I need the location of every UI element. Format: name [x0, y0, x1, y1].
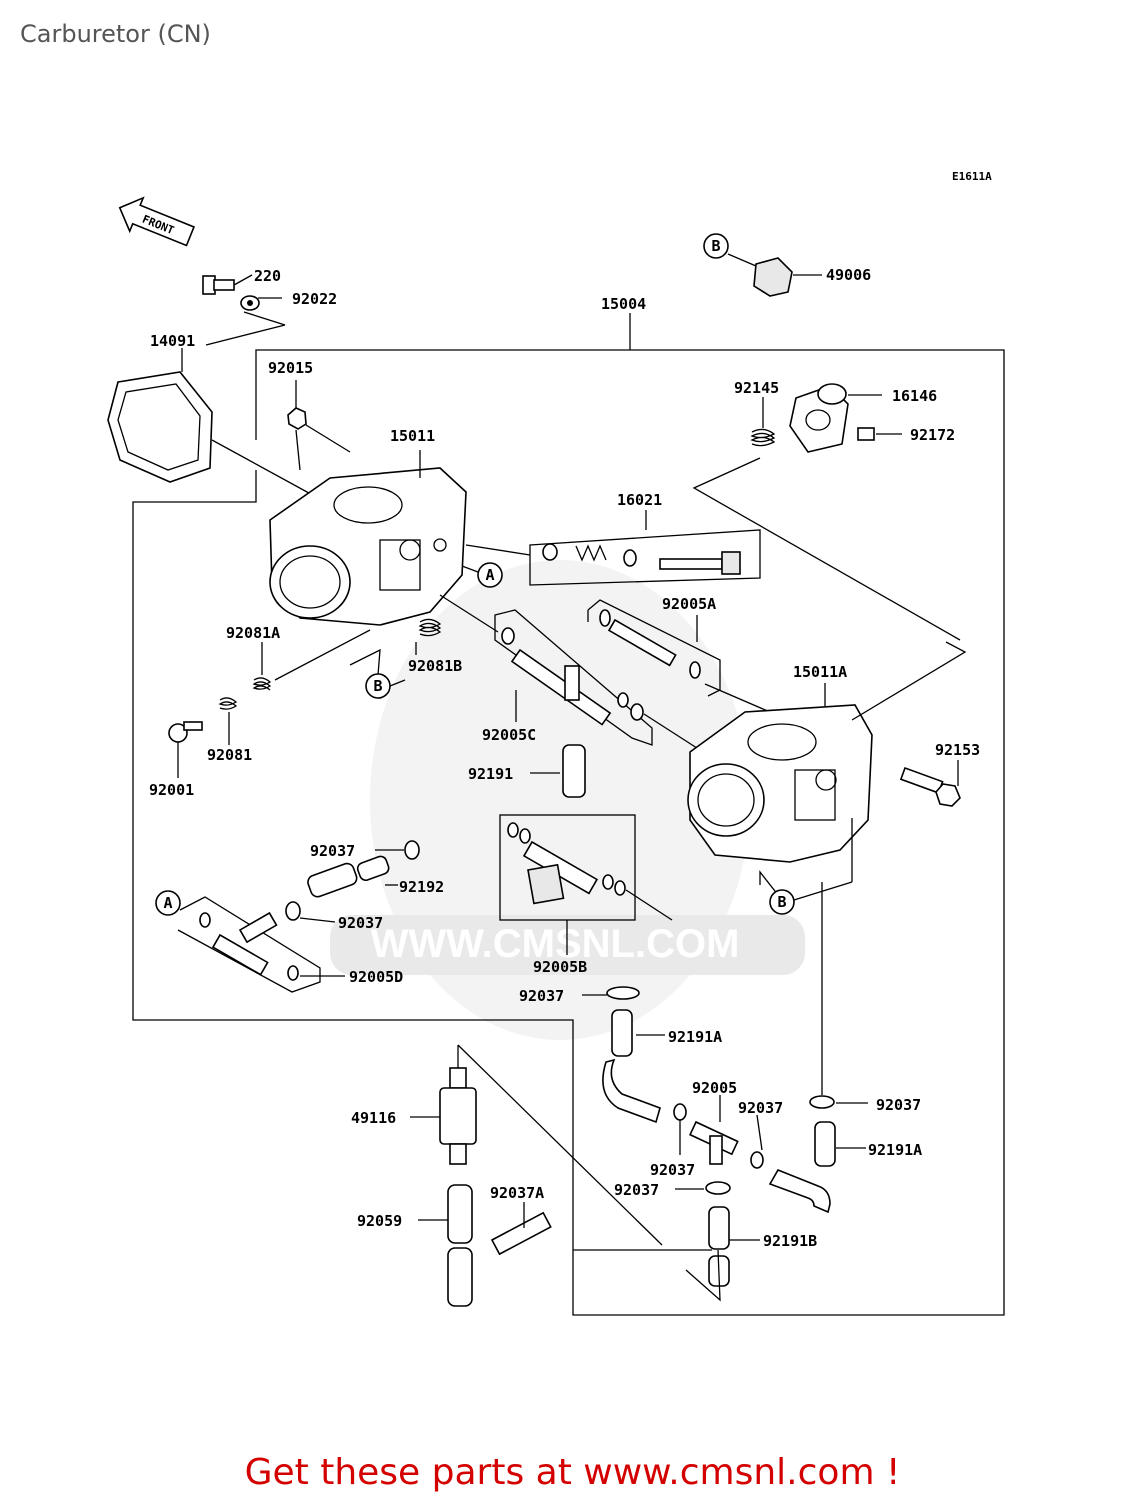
part-labels: 220 92022 14091 15004 49006 92015 15011 …	[149, 266, 980, 1250]
label-92059: 92059	[357, 1212, 402, 1230]
hose-92191a-1	[602, 1009, 665, 1124]
spring-92081b	[415, 618, 442, 655]
nut-92015	[287, 380, 351, 471]
label-49006: 49006	[826, 266, 871, 284]
label-92037a: 92037A	[490, 1184, 544, 1202]
label-92005c: 92005C	[482, 726, 536, 744]
label-92191a-2: 92191A	[868, 1141, 922, 1159]
band-92037a	[490, 1202, 552, 1256]
pilot-screw-set-16021	[465, 510, 761, 586]
label-15004: 15004	[601, 295, 646, 313]
label-92081b: 92081B	[408, 657, 462, 675]
carburetor-body-15011a	[687, 641, 967, 882]
clamp-92037-1	[375, 840, 420, 860]
clamp-92037-4	[809, 882, 868, 1109]
cmsnl-watermark: WWW.CMSNL.COM	[330, 560, 805, 1040]
filter-49116	[410, 1044, 663, 1246]
label-92037-4: 92037	[738, 1099, 783, 1117]
label-92005b: 92005B	[533, 958, 587, 976]
label-92005a: 92005A	[662, 595, 716, 613]
label-92015: 92015	[268, 359, 313, 377]
spring-92145	[750, 397, 776, 447]
label-92153: 92153	[935, 741, 980, 759]
cap-16146	[789, 383, 882, 453]
ref-b-link: B	[349, 648, 406, 699]
hose-92191a-2	[768, 1121, 866, 1214]
clamp-92037-3	[582, 986, 640, 1000]
label-15011: 15011	[390, 427, 435, 445]
label-92022: 92022	[292, 290, 337, 308]
ref-a-icon: A	[485, 566, 494, 584]
label-14091: 14091	[150, 332, 195, 350]
ref-b-icon: B	[373, 677, 382, 695]
fitting-92005d: A	[155, 890, 345, 993]
fitting-92005b	[499, 814, 673, 955]
label-92001: 92001	[149, 781, 194, 799]
ref-b-link-2: B	[759, 870, 853, 915]
label-92005: 92005	[692, 1079, 737, 1097]
label-16146: 16146	[892, 387, 937, 405]
hose-92191b	[573, 1206, 760, 1302]
label-92081: 92081	[207, 746, 252, 764]
label-92037-7: 92037	[614, 1181, 659, 1199]
clamp-92037-6	[675, 1181, 731, 1195]
parts-link-footer[interactable]: Get these parts at www.cmsnl.com !	[244, 1452, 901, 1493]
bolt-92153	[899, 760, 961, 807]
cap-49006: B	[703, 233, 822, 297]
label-92191: 92191	[468, 765, 513, 783]
label-49116: 49116	[351, 1109, 396, 1127]
label-92192: 92192	[399, 878, 444, 896]
label-92172: 92172	[910, 426, 955, 444]
watermark-text: WWW.CMSNL.COM	[371, 922, 740, 966]
front-arrow-icon: FRONT	[118, 196, 196, 247]
page-title: Carburetor (CN)	[20, 20, 211, 48]
label-92037-5: 92037	[876, 1096, 921, 1114]
fitting-92005a	[587, 599, 771, 713]
label-92005d: 92005D	[349, 968, 403, 986]
label-92037-1: 92037	[310, 842, 355, 860]
spring-92081	[218, 697, 238, 745]
hose-92192	[307, 855, 398, 898]
ref-b-icon: B	[777, 893, 786, 911]
hose-92059	[418, 1184, 473, 1307]
label-92081a: 92081A	[226, 624, 280, 642]
clamp-92037-2	[285, 901, 336, 923]
label-92191b: 92191B	[763, 1232, 817, 1250]
label-16021: 16021	[617, 491, 662, 509]
carburetor-body-15011	[269, 450, 467, 626]
tube-92191	[530, 744, 586, 798]
label-15011a: 15011A	[793, 663, 847, 681]
label-220: 220	[254, 267, 281, 285]
spring-92081a	[252, 629, 371, 691]
label-92191a-1: 92191A	[668, 1028, 722, 1046]
diagram-code: E1611A	[952, 170, 992, 183]
assembly-frame	[132, 313, 1005, 1316]
cover-14091	[107, 348, 319, 499]
ref-b-icon: B	[711, 237, 720, 255]
label-92037-6: 92037	[650, 1161, 695, 1179]
label-92037-2: 92037	[338, 914, 383, 932]
exploded-parts-diagram: WWW.CMSNL.COM E1611A FRONT B	[107, 170, 1005, 1316]
bolt-220	[202, 274, 253, 295]
fitting-92005c	[439, 594, 701, 751]
screw-92172	[857, 427, 902, 441]
screw-92001	[168, 721, 203, 778]
fitting-92005	[673, 1095, 764, 1169]
washer-92022	[240, 295, 282, 311]
ref-a-icon: A	[163, 894, 172, 912]
label-92145: 92145	[734, 379, 779, 397]
label-92037-3: 92037	[519, 987, 564, 1005]
